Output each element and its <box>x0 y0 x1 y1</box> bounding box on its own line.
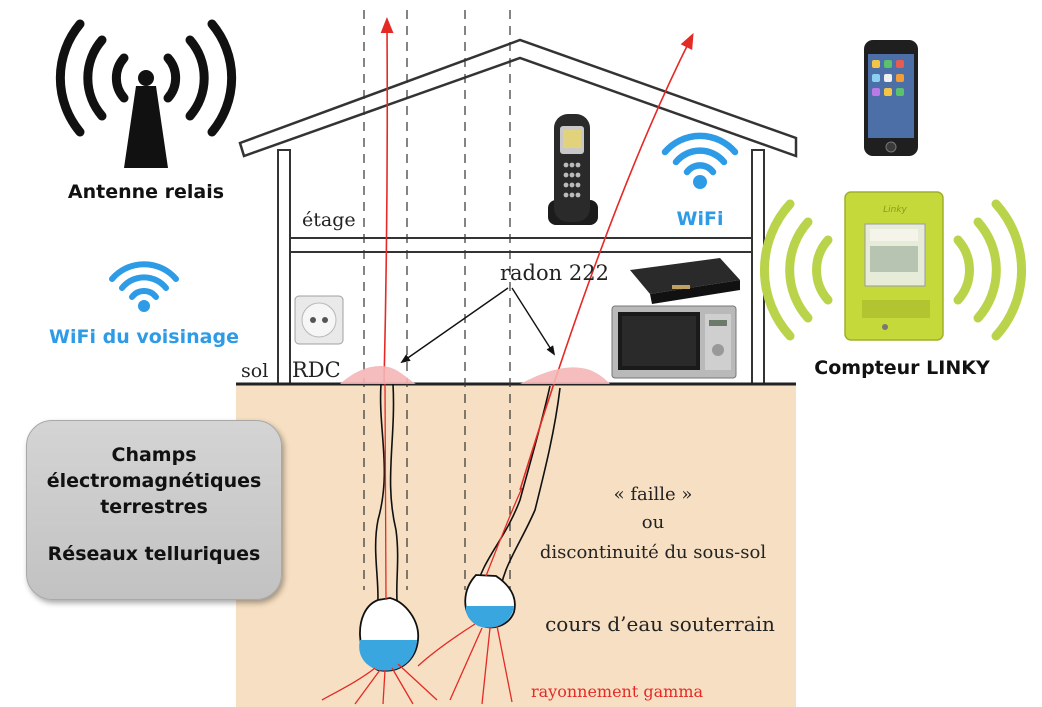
wifi-icon <box>109 261 179 312</box>
antenna-label: Antenne relais <box>68 181 224 203</box>
wall-socket-icon <box>294 295 344 345</box>
radon-mounds <box>340 365 610 384</box>
telluric-line-4: Réseaux telluriques <box>47 543 261 566</box>
telluric-line-2: électromagnétiques <box>46 469 262 492</box>
tv-box-icon <box>630 258 740 304</box>
radon-arrows <box>400 287 556 364</box>
fault-label-line1: « faille » <box>614 484 693 505</box>
floor-label: étage <box>302 209 356 231</box>
soil <box>236 384 796 707</box>
water-label: cours d’eau souterrain <box>545 612 775 636</box>
underground-water <box>359 574 516 672</box>
linky-meter-icon <box>844 191 944 341</box>
smartphone-icon <box>864 40 918 156</box>
gamma-label: rayonnement gamma <box>531 682 704 701</box>
wifi-neighbor-label: WiFi du voisinage <box>49 326 239 348</box>
fault-label-line3: discontinuité du sous-sol <box>540 542 766 563</box>
linky-brand: Linky <box>883 205 907 215</box>
cordless-phone-icon <box>548 114 598 225</box>
radon-label: radon 222 <box>500 261 609 285</box>
gamma-rays <box>321 17 694 705</box>
telluric-line-3: terrestres <box>100 495 208 518</box>
microwave-icon <box>611 305 737 379</box>
fault-dashed-lines <box>363 10 511 590</box>
antenna-icon <box>55 19 237 168</box>
linky-label: Compteur LINKY <box>814 357 990 379</box>
fault-label-line2: ou <box>642 512 664 533</box>
ground-floor-label: RDC <box>292 358 341 382</box>
house <box>236 38 798 386</box>
ground-label: sol <box>241 360 268 382</box>
telluric-line-1: Champs <box>111 444 197 466</box>
wifi-icon <box>661 132 739 189</box>
linky-waves <box>759 199 1027 341</box>
telluric-info-box: Champs électromagnétiques terrestres Rés… <box>26 420 282 600</box>
wifi-house-label: WiFi <box>677 208 724 230</box>
